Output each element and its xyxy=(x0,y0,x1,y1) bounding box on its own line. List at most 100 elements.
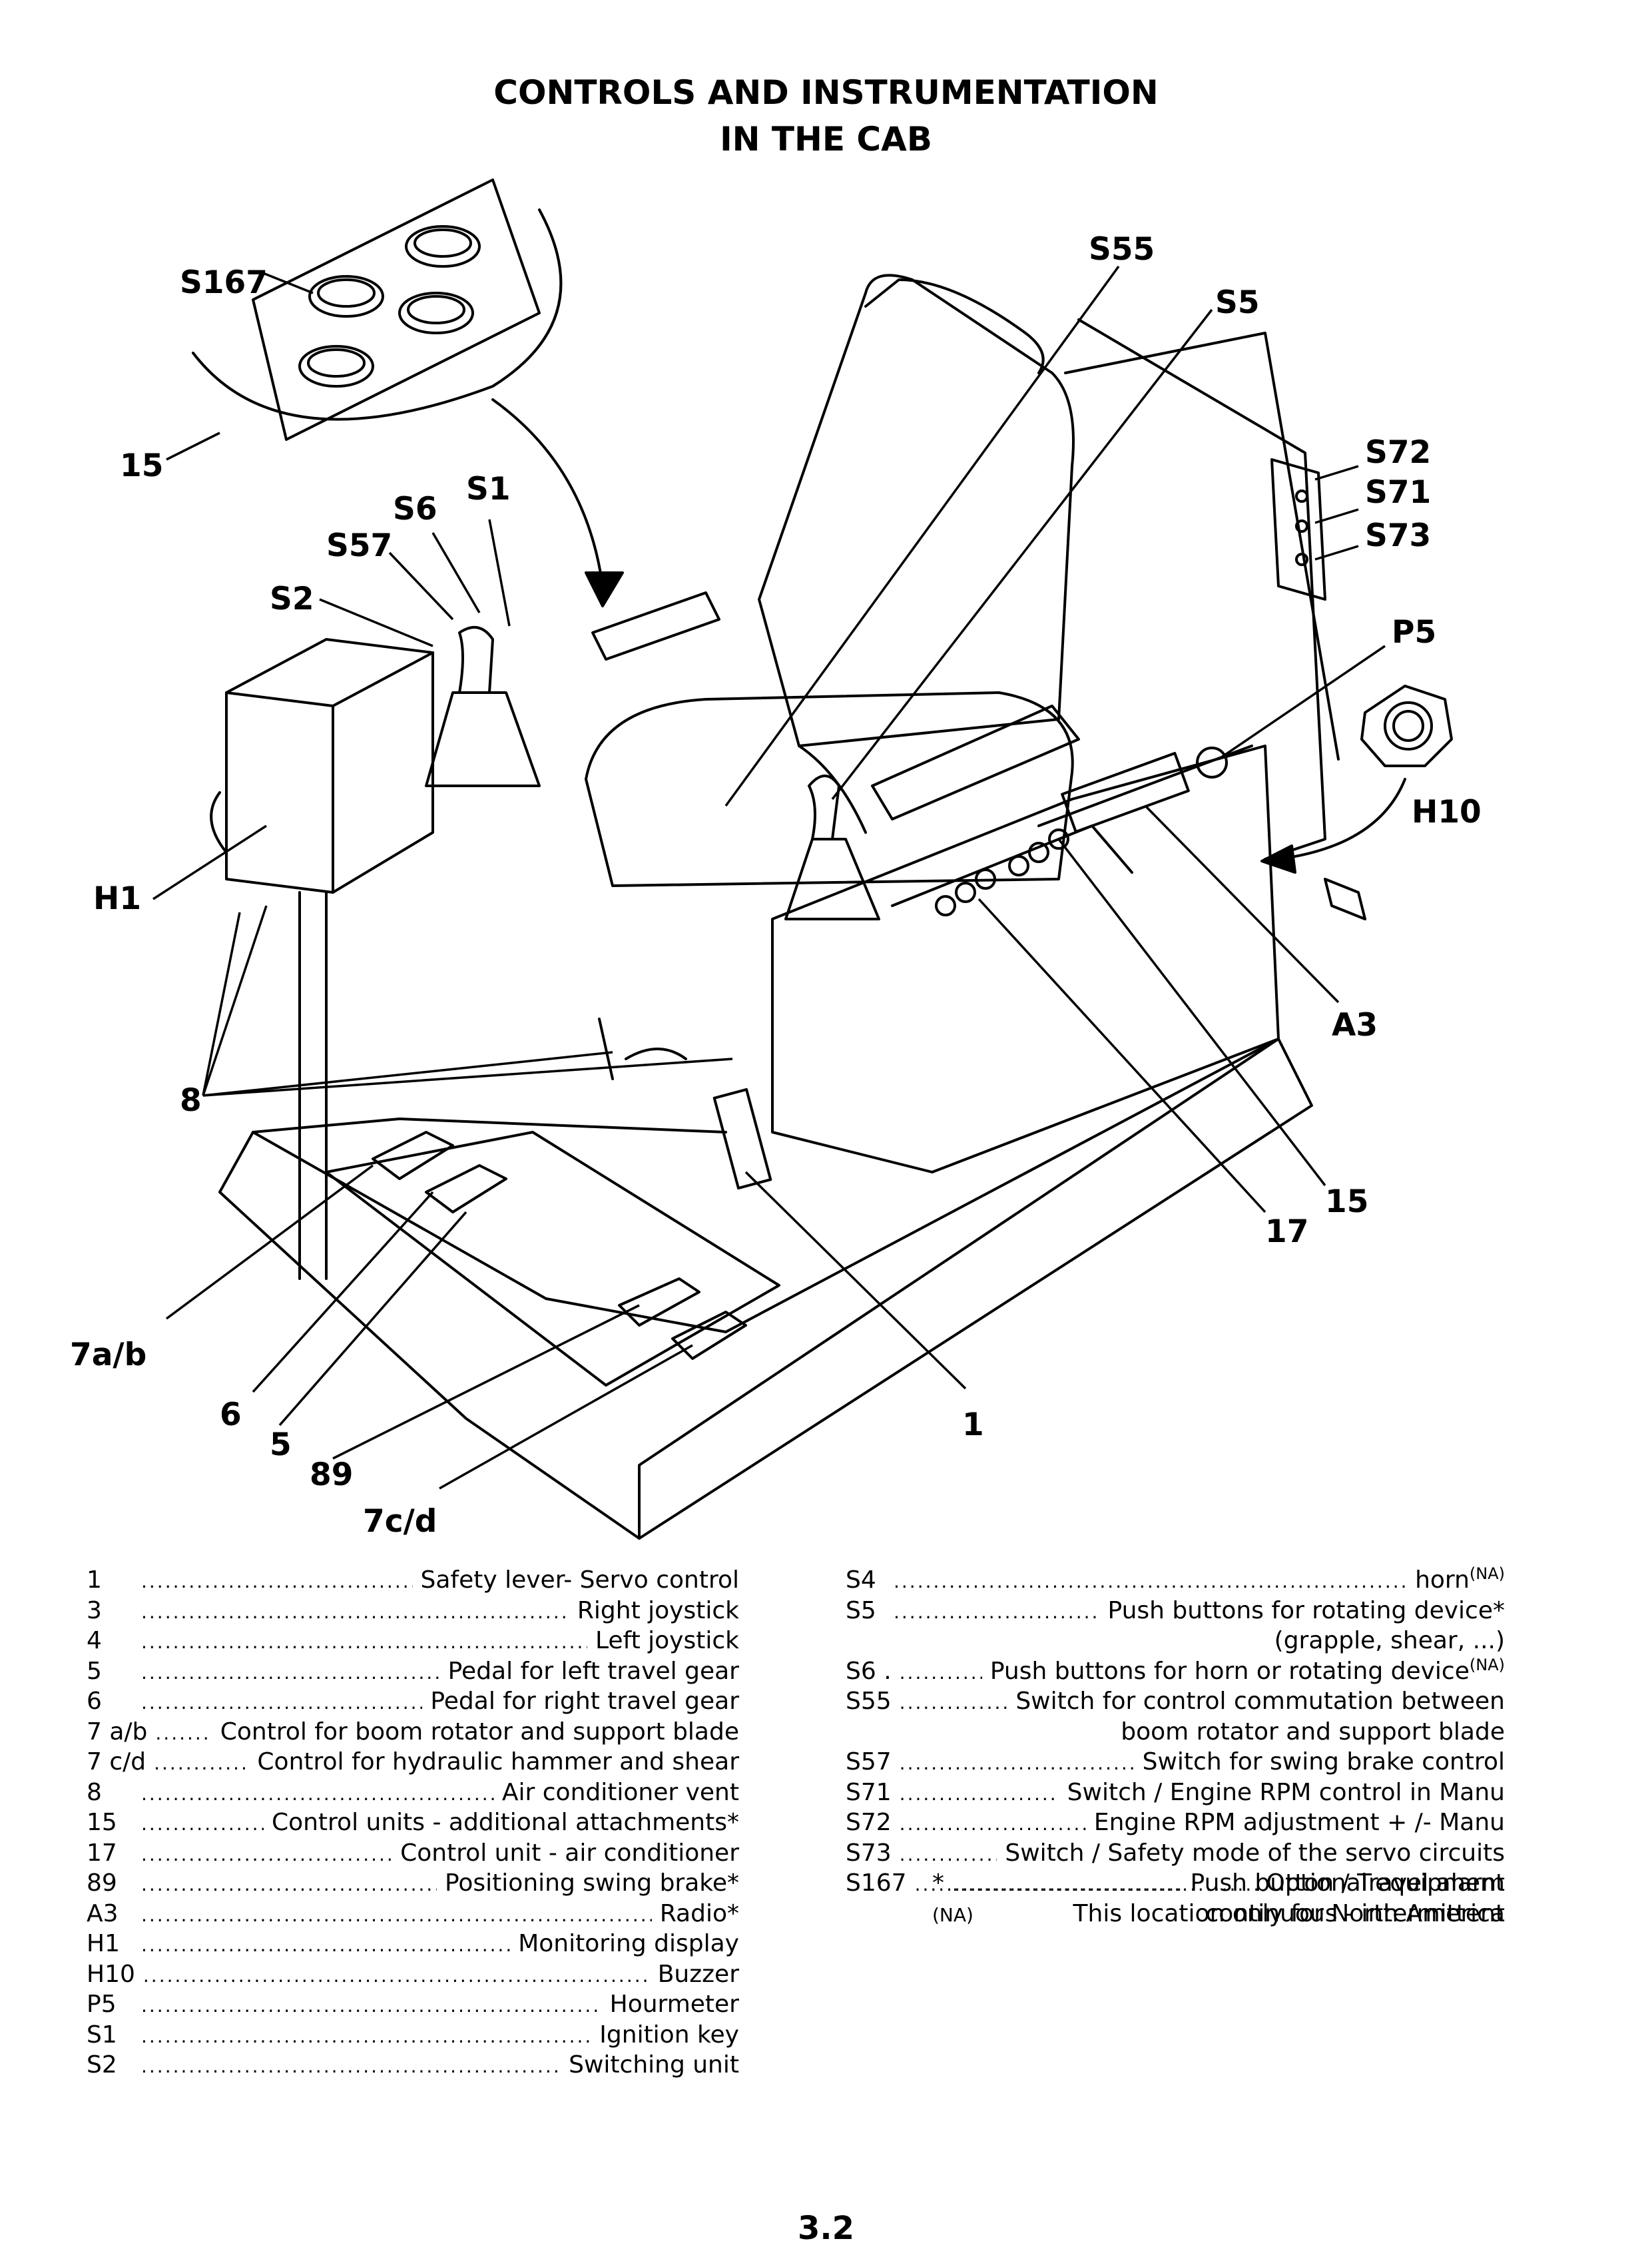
legend-desc: Push buttons for horn or rotating device… xyxy=(990,1656,1505,1687)
pedal-right xyxy=(425,1164,507,1213)
legend-code: 7 a/b xyxy=(87,1718,148,1746)
legend-desc-text: Monitoring display xyxy=(518,1930,739,1957)
legend-desc: Pedal for right travel gear xyxy=(430,1686,739,1717)
rpm-switches xyxy=(1295,489,1308,566)
pedal-left xyxy=(372,1131,454,1180)
legend-row: S2......................................… xyxy=(87,2050,739,2081)
legend-row: 1.......................................… xyxy=(87,1565,739,1596)
inset-arrow xyxy=(491,398,604,587)
legend-code: S72 xyxy=(846,1809,892,1836)
legend-desc: Switch / Safety mode of the servo circui… xyxy=(1005,1838,1505,1869)
leader-dots: ........................................… xyxy=(141,1631,587,1653)
legend-desc-text: Left joystick xyxy=(595,1627,739,1654)
callout-7cd: 7c/d xyxy=(363,1503,437,1540)
floor-mat xyxy=(325,1131,780,1387)
seat-backrest xyxy=(758,274,1075,747)
legend-desc: Right joystick xyxy=(577,1596,739,1626)
legend-code: 15 xyxy=(87,1809,117,1836)
legend-desc: Pedal for left travel gear xyxy=(448,1656,739,1687)
legend-row: 7 a/b...................................… xyxy=(87,1717,739,1748)
inset-outline xyxy=(192,208,563,421)
legend-desc: Air conditioner vent xyxy=(502,1777,739,1808)
legend-desc-text: Pedal for left travel gear xyxy=(447,1657,739,1685)
callout-17: 17 xyxy=(1265,1213,1308,1250)
legend-superscript: (NA) xyxy=(1469,1564,1505,1583)
legend-row: 15......................................… xyxy=(87,1807,739,1838)
right-armrest xyxy=(871,705,1080,820)
legend-row: S1......................................… xyxy=(87,2020,739,2051)
note-na: (NA) This location only for North Americ… xyxy=(932,1899,1505,1929)
legend-desc-text: horn xyxy=(1415,1566,1470,1594)
legend-desc: Switching unit xyxy=(569,2050,739,2081)
legend-desc: Engine RPM adjustment + /- Manu xyxy=(1094,1807,1505,1838)
leader-dots: ........................................… xyxy=(899,1782,1059,1805)
legend-row: 17......................................… xyxy=(87,1838,739,1869)
callout-s6: S6 xyxy=(393,491,437,527)
pedal-7cd xyxy=(671,1311,747,1360)
legend-desc: Positioning swing brake* xyxy=(445,1868,739,1899)
callout-h1: H1 xyxy=(93,880,141,917)
cab-diagram: S167 15 S6 S1 S57 S2 H1 8 7a/b 6 5 89 7c… xyxy=(70,178,1482,1540)
legend-desc: Push buttons for rotating device* xyxy=(1108,1596,1505,1626)
callout-p5: P5 xyxy=(1392,614,1436,651)
legend-row: boom rotator and support blade xyxy=(846,1717,1505,1748)
callout-s73: S73 xyxy=(1365,517,1431,554)
leader-dots: ........................................… xyxy=(141,1570,413,1592)
legend-desc-text: Switching unit xyxy=(569,2051,739,2079)
callout-89: 89 xyxy=(310,1456,353,1493)
leader-dots: ........................................… xyxy=(141,1934,510,1956)
legend-code: S71 xyxy=(846,1778,892,1806)
legend-row: S57.....................................… xyxy=(846,1747,1505,1777)
legend-desc: Switch for swing brake control xyxy=(1143,1747,1505,1777)
legend-code: 1 xyxy=(87,1566,102,1594)
legend-code: 8 xyxy=(87,1778,102,1806)
leader-dots: ........................................… xyxy=(899,1752,1135,1774)
legend-row: 8.......................................… xyxy=(87,1777,739,1808)
leader-dots: ........................................… xyxy=(141,1995,602,2017)
legend-code: 7 c/d xyxy=(87,1748,146,1775)
callout-1: 1 xyxy=(962,1407,984,1443)
leader-dots: ........................................… xyxy=(894,1570,1407,1592)
legend-desc-text: Engine RPM adjustment + /- Manu xyxy=(1093,1809,1505,1836)
legend-code: 89 xyxy=(87,1869,117,1897)
leader-dots: ........................................… xyxy=(899,1692,1008,1714)
leader-dots: ........................................… xyxy=(894,1600,1100,1623)
legend-row: 89......................................… xyxy=(87,1868,739,1899)
legend-desc-text: Control for hydraulic hammer and shear xyxy=(257,1748,739,1775)
legend-desc: Monitoring display xyxy=(518,1929,739,1959)
legend-row: S4......................................… xyxy=(846,1565,1505,1596)
callout-s71: S71 xyxy=(1365,474,1431,511)
legend-desc: Left joystick xyxy=(595,1626,739,1656)
leader-dots: ........................................… xyxy=(952,1873,1258,1895)
legend-desc-text: Control for boom rotator and support bla… xyxy=(220,1718,739,1746)
legend-row: S71.....................................… xyxy=(846,1777,1505,1808)
legend-row: S73.....................................… xyxy=(846,1838,1505,1869)
callout-15-inset: 15 xyxy=(120,448,163,484)
legend-desc: Ignition key xyxy=(599,2020,739,2051)
legend-code: S6 . xyxy=(846,1657,892,1685)
legend-code: S57 xyxy=(846,1748,892,1775)
legend-desc-text: Switch / Safety mode of the servo circui… xyxy=(1005,1839,1505,1867)
leader-dots: ........................................… xyxy=(154,1752,249,1774)
right-console xyxy=(771,745,1280,1173)
legend-desc: Buzzer xyxy=(658,1959,739,1990)
callout-15: 15 xyxy=(1325,1183,1368,1220)
note-na-symbol: (NA) xyxy=(932,1903,973,1926)
callout-8: 8 xyxy=(180,1082,202,1119)
left-armrest xyxy=(591,591,720,661)
cab-platform xyxy=(218,1038,1313,1540)
page-subtitle: IN THE CAB xyxy=(720,120,932,159)
s167-panel xyxy=(252,178,541,441)
legend-desc: Control for boom rotator and support bla… xyxy=(220,1717,739,1748)
seat-cushion xyxy=(585,691,1074,887)
note-star: * ......................................… xyxy=(932,1868,1505,1899)
legend-desc: boom rotator and support blade xyxy=(1121,1718,1505,1746)
buzzer xyxy=(1360,685,1453,767)
console-buttons xyxy=(935,828,1069,916)
callout-s1: S1 xyxy=(466,471,511,507)
legend-code: S167 xyxy=(846,1869,907,1897)
legend-desc: Hourmeter xyxy=(610,1989,739,2020)
legend-row: P5......................................… xyxy=(87,1989,739,2020)
legend-code: A3 xyxy=(87,1899,119,1927)
leader-dots: ........................................… xyxy=(141,1843,392,1865)
